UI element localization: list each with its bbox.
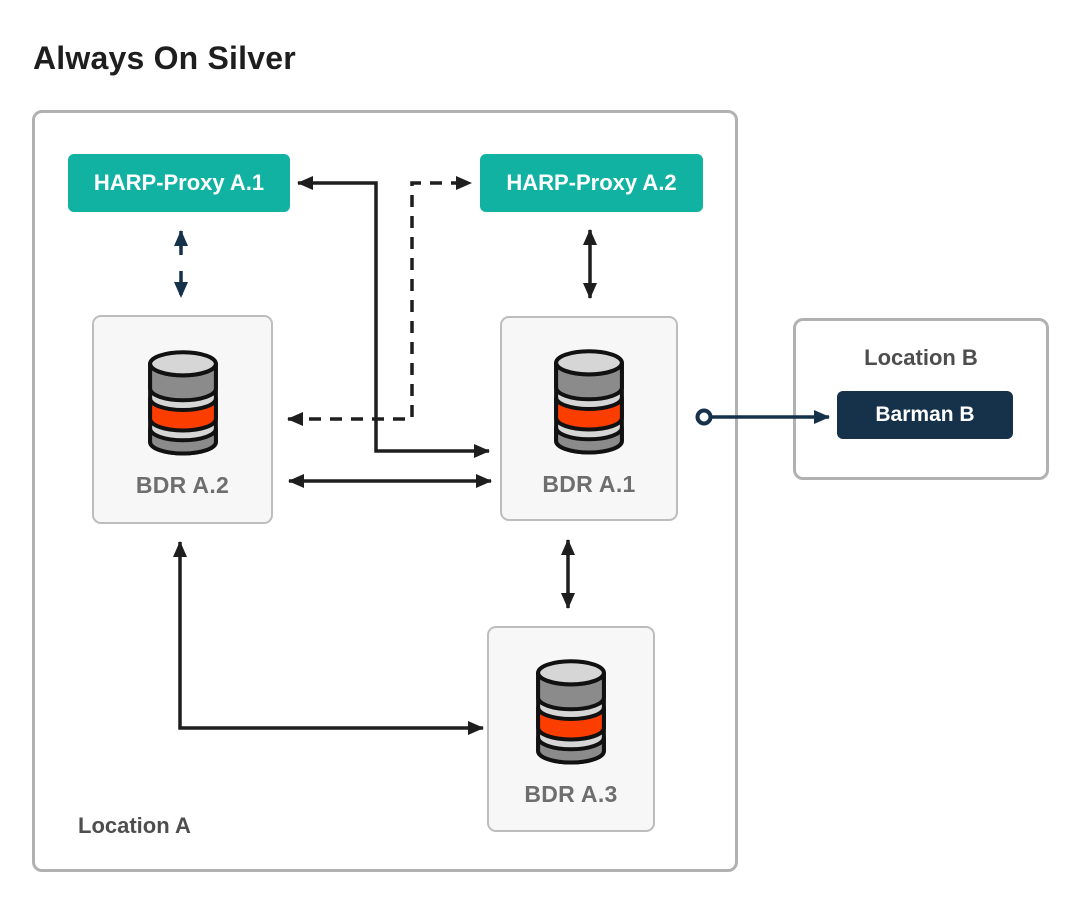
node-harp-proxy-a2-label: HARP-Proxy A.2 xyxy=(506,170,677,195)
node-barman-b: Barman B xyxy=(837,391,1013,439)
location-a-label: Location A xyxy=(78,813,191,838)
location-b-label: Location B xyxy=(864,345,978,370)
node-barman-b-label: Barman B xyxy=(875,403,975,426)
node-bdr-a2-label: BDR A.2 xyxy=(135,471,230,498)
node-bdr-a2: BDR A.2 xyxy=(92,315,273,524)
node-bdr-a1: BDR A.1 xyxy=(500,316,678,521)
node-harp-proxy-a1: HARP-Proxy A.1 xyxy=(68,154,290,212)
node-bdr-a3-label: BDR A.3 xyxy=(524,781,618,807)
database-icon xyxy=(541,344,637,458)
database-icon xyxy=(135,345,231,459)
node-harp-proxy-a1-label: HARP-Proxy A.1 xyxy=(93,170,265,195)
page-title: Always On Silver xyxy=(33,40,296,76)
node-bdr-a3: BDR A.3 xyxy=(487,626,655,832)
node-bdr-a1-label: BDR A.1 xyxy=(542,470,636,497)
node-harp-proxy-a2: HARP-Proxy A.2 xyxy=(480,154,703,212)
database-icon xyxy=(523,654,619,768)
